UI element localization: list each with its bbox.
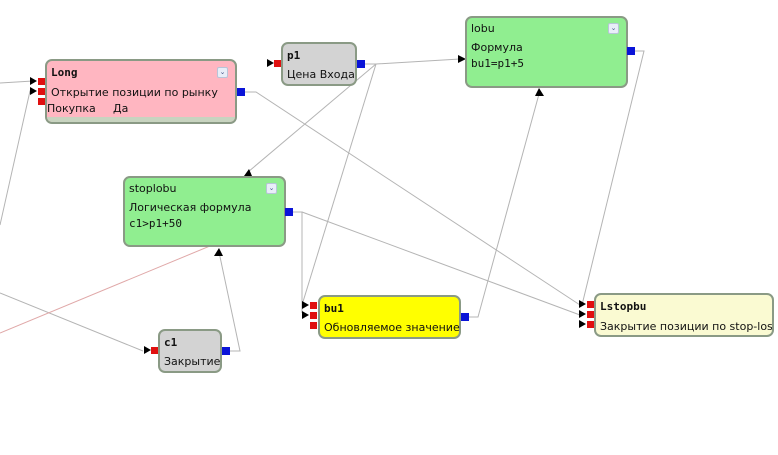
wire-long-to-lstopbu (244, 91, 581, 306)
node-formula: bu1=p1+5 (471, 57, 524, 70)
arrow-icon (302, 301, 309, 309)
node-formula: c1>p1+50 (129, 217, 182, 230)
input-port[interactable] (587, 321, 594, 328)
output-port[interactable] (461, 313, 469, 321)
output-port[interactable] (627, 47, 635, 55)
input-port[interactable] (310, 322, 317, 329)
arrow-icon (579, 320, 586, 328)
wire-in-long-1 (0, 80, 34, 84)
input-port[interactable] (310, 312, 317, 319)
input-port[interactable] (38, 88, 45, 95)
arrow-icon (144, 346, 151, 354)
arrow-icon (30, 77, 37, 85)
input-port[interactable] (587, 301, 594, 308)
input-port[interactable] (274, 60, 281, 67)
node-description: Открытие позиции по рынку (51, 86, 218, 99)
node-title: bu1 (324, 302, 344, 315)
node-description: Формула (471, 41, 523, 54)
wire-bu1-to-lobu (468, 93, 540, 318)
arrow-icon (30, 87, 37, 95)
input-port[interactable] (151, 347, 158, 354)
wire-stoplobu-to-bu1 (292, 211, 303, 313)
node-title: Lstopbu (600, 300, 647, 313)
node-description: Закрытие (164, 355, 221, 368)
node-stoplobu[interactable]: stoplobu ⌄ Логическая формула c1>p1+50 (123, 176, 286, 247)
wire-p1-to-lobu (364, 58, 461, 65)
node-c1[interactable]: c1 Закрытие (158, 329, 222, 373)
output-port[interactable] (237, 88, 245, 96)
double-chevron-down-icon[interactable]: ⌄ (266, 183, 277, 194)
node-footer (47, 117, 235, 122)
node-p1[interactable]: p1 Цена Входа (281, 42, 357, 86)
double-chevron-down-icon[interactable]: ⌄ (608, 23, 619, 34)
node-title: p1 (287, 49, 301, 62)
input-port[interactable] (38, 98, 45, 105)
output-port[interactable] (222, 347, 230, 355)
wire-p1-to-bu1 (301, 63, 377, 306)
output-port[interactable] (285, 208, 293, 216)
wire-in-long-2 (0, 90, 33, 226)
double-chevron-down-icon[interactable]: ⌄ (217, 67, 228, 78)
node-description: Обновляемое значение (324, 321, 460, 334)
wire-lobu-to-lstopbu (581, 50, 645, 306)
wire-stoplobu-to-lstopbu (301, 211, 581, 316)
input-port[interactable] (587, 311, 594, 318)
arrow-into-stoplobu-bottom (214, 248, 223, 256)
node-title: lobu (471, 22, 495, 35)
wire-left-to-c1 (0, 292, 144, 352)
arrow-icon (302, 311, 309, 319)
node-title: c1 (164, 336, 178, 349)
node-description: Логическая формула (129, 201, 252, 214)
node-lobu[interactable]: lobu ⌄ Формула bu1=p1+5 (465, 16, 628, 88)
node-param-value: Да (113, 102, 129, 115)
node-long[interactable]: Long ⌄ Открытие позиции по рынку Покупка… (45, 59, 237, 124)
node-description: Закрытие позиции по stop-los (600, 320, 773, 333)
arrow-into-lobu-bottom (535, 88, 544, 96)
input-port[interactable] (38, 78, 45, 85)
wire-c1-to-stoplobu (218, 251, 241, 352)
arrow-icon (267, 59, 274, 67)
node-title: Long (51, 66, 78, 79)
arrow-into-stoplobu-top (244, 169, 252, 176)
node-lstopbu[interactable]: Lstopbu Закрытие позиции по stop-los (594, 293, 774, 337)
arrow-icon (579, 300, 586, 308)
output-port[interactable] (357, 60, 365, 68)
input-port[interactable] (310, 302, 317, 309)
arrow-into-lobu-left (458, 55, 466, 63)
arrow-icon (579, 310, 586, 318)
node-bu1[interactable]: bu1 Обновляемое значение (318, 295, 461, 339)
node-description: Цена Входа (287, 68, 355, 81)
node-title: stoplobu (129, 182, 177, 195)
node-param-label: Покупка (47, 102, 96, 115)
